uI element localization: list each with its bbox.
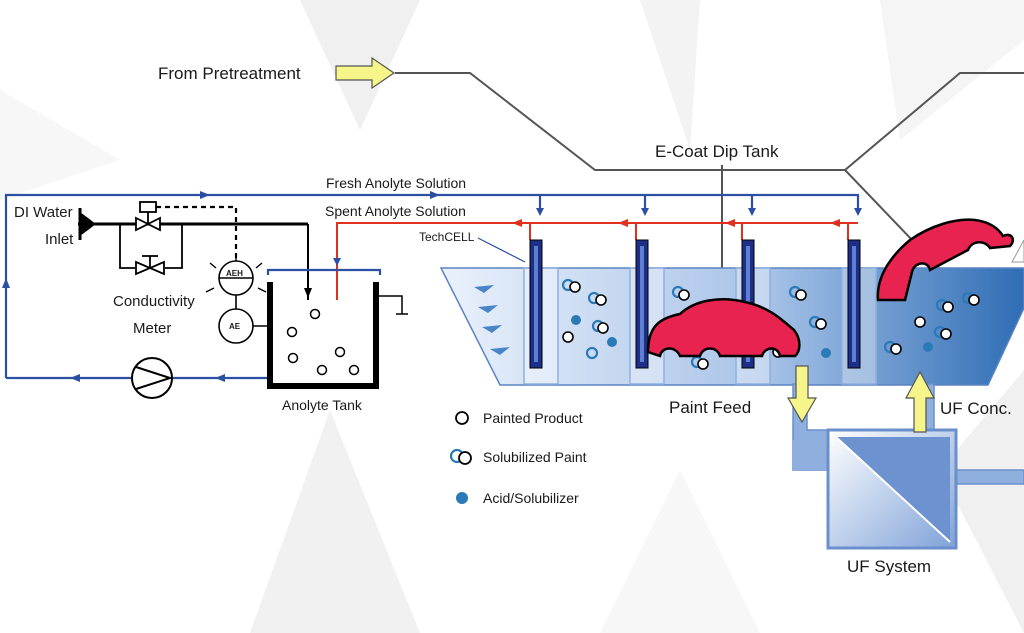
from-pretreatment-label: From Pretreatment <box>158 64 301 83</box>
anolyte-tank-label: Anolyte Tank <box>282 397 363 413</box>
legend-acid-solubilizer-label: Acid/Solubilizer <box>483 490 579 506</box>
legend-painted-product-icon <box>455 411 469 425</box>
inlet-arrow-icon <box>80 212 96 236</box>
pump-icon <box>131 357 174 399</box>
tank-particles <box>286 308 360 376</box>
spent-down-arrow <box>333 258 341 266</box>
paint-feed-label: Paint Feed <box>669 398 751 417</box>
from-pretreatment-arrow <box>335 56 396 90</box>
meter-label: Meter <box>133 320 171 337</box>
car-exiting-icon <box>876 218 1015 302</box>
paint-feed-arrow <box>786 365 818 424</box>
legend-solubilized-paint-icon <box>449 448 472 465</box>
uf-conc-arrow <box>904 370 936 433</box>
ae-label: AE <box>229 322 241 331</box>
control-valve-icon <box>135 201 161 232</box>
spent-anolyte-label: Spent Anolyte Solution <box>325 203 466 219</box>
legend-acid-solubilizer-icon <box>456 492 468 504</box>
uf-system-label: UF System <box>847 557 931 576</box>
control-signal-line <box>156 205 238 265</box>
conductivity-meter <box>205 256 270 344</box>
ecoat-dip-tank-label: E-Coat Dip Tank <box>655 142 779 161</box>
anolyte-flow-droplets <box>474 285 510 355</box>
valve-assembly <box>119 201 183 276</box>
legend-solubilized-paint-label: Solubilized Paint <box>483 449 587 465</box>
anolyte-tank <box>266 268 408 389</box>
di-water-inlet <box>78 208 312 300</box>
conductivity-label: Conductivity <box>113 293 195 310</box>
fresh-anolyte-arrows <box>2 191 862 382</box>
fresh-anolyte-label: Fresh Anolyte Solution <box>326 175 466 191</box>
next-car-icon <box>1011 239 1024 263</box>
spent-anolyte-arrows <box>512 219 840 227</box>
legend-painted-product-label: Painted Product <box>483 410 583 426</box>
techcell-label: TechCELL <box>419 230 475 244</box>
uf-system <box>826 428 958 550</box>
car-in-tank-icon <box>646 298 801 358</box>
spent-anolyte-line <box>336 222 858 300</box>
di-water-label: DI Water <box>14 204 73 221</box>
uf-conc-label: UF Conc. <box>940 399 1012 418</box>
bypass-valve-icon <box>135 255 165 276</box>
legend: Painted Product Solubilized Paint Acid/S… <box>449 410 587 506</box>
inlet-label: Inlet <box>45 231 74 248</box>
aeh-label: AEH <box>226 269 243 278</box>
techcell-pointer <box>477 237 526 263</box>
